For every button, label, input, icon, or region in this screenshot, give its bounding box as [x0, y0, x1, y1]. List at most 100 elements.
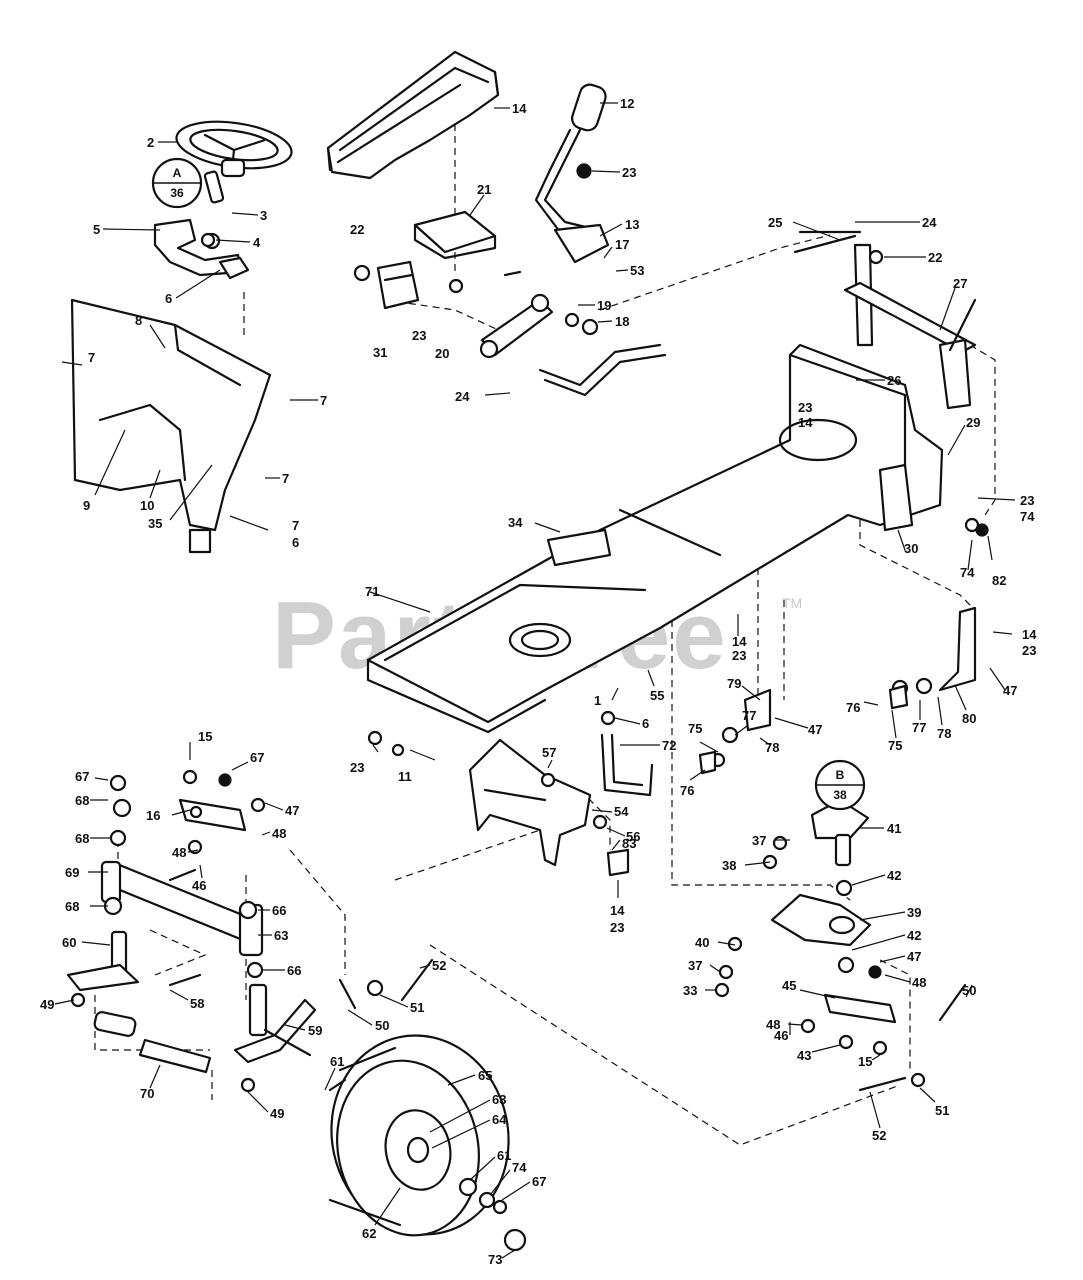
callout: 13 — [625, 217, 639, 232]
ref-a-letter: A — [173, 166, 182, 180]
callout: 43 — [797, 1048, 811, 1063]
drag-link-45[interactable] — [823, 993, 897, 1024]
callout: 35 — [148, 516, 162, 531]
callout: 60 — [62, 935, 76, 950]
callout: 24 — [455, 389, 470, 404]
steering-shaft[interactable] — [203, 170, 225, 204]
callout: 47 — [1003, 683, 1017, 698]
callout: 38 — [722, 858, 736, 873]
steering-wheel[interactable] — [174, 115, 295, 178]
callout: 48 — [172, 845, 186, 860]
bracket-31[interactable] — [376, 260, 420, 310]
callout: 6 — [292, 535, 299, 550]
callout: 7 — [282, 471, 289, 486]
callout: 79 — [727, 676, 741, 691]
bracket-72[interactable] — [600, 733, 654, 797]
callout: 61 — [497, 1148, 511, 1163]
callout: 47 — [907, 949, 921, 964]
callout: 25 — [768, 215, 782, 230]
bracket-54[interactable] — [468, 738, 592, 867]
drag-link-16[interactable] — [178, 798, 247, 832]
callout: 22 — [928, 250, 942, 265]
callout: 49 — [270, 1106, 284, 1121]
callout: 75 — [888, 738, 902, 753]
callout: 45 — [782, 978, 796, 993]
callout: 15 — [858, 1054, 872, 1069]
spindle-right[interactable] — [233, 983, 317, 1064]
callout: 73 — [488, 1252, 502, 1267]
callout: 11 — [398, 769, 412, 784]
ref-b-letter: B — [836, 768, 845, 782]
callout: 14 — [1022, 627, 1037, 642]
callout: 76 — [680, 783, 694, 798]
tie-rod[interactable] — [93, 1011, 212, 1074]
main-frame[interactable] — [366, 343, 944, 734]
callout: 21 — [477, 182, 491, 197]
callout: 23 — [1022, 643, 1036, 658]
rod-24[interactable] — [538, 343, 667, 397]
callout: 37 — [688, 958, 702, 973]
callout: 47 — [808, 722, 822, 737]
steering-bracket[interactable] — [153, 218, 250, 280]
lift-arm[interactable] — [798, 230, 977, 410]
callout: 66 — [272, 903, 286, 918]
callout: 12 — [620, 96, 634, 111]
callout: 18 — [615, 314, 629, 329]
lift-lever[interactable] — [534, 82, 610, 264]
front-tire[interactable] — [313, 1019, 527, 1251]
hitch-plate[interactable] — [413, 210, 497, 260]
callout: 51 — [935, 1103, 949, 1118]
callout: 20 — [435, 346, 449, 361]
callout: 65 — [478, 1068, 492, 1083]
callout: 22 — [350, 222, 364, 237]
callout: 31 — [373, 345, 387, 360]
callout: 56 — [626, 829, 640, 844]
callout: 78 — [765, 740, 779, 755]
callout: 37 — [752, 833, 766, 848]
callout: 3 — [260, 208, 267, 223]
callout: 41 — [887, 821, 901, 836]
callout: 33 — [683, 983, 697, 998]
spindle-left[interactable] — [66, 930, 140, 992]
callout: 70 — [140, 1086, 154, 1101]
callout: 82 — [992, 573, 1006, 588]
callout: 48 — [766, 1017, 780, 1032]
bracket-79[interactable] — [743, 688, 772, 732]
callout: 7 — [88, 350, 95, 365]
callout: 59 — [308, 1023, 322, 1038]
callout: 15 — [198, 729, 212, 744]
callout: 69 — [65, 865, 79, 880]
ref-b[interactable]: B 38 — [814, 759, 866, 811]
steering-gear[interactable] — [770, 798, 872, 947]
ref-a[interactable]: A 36 — [151, 157, 203, 209]
callout: 17 — [615, 237, 629, 252]
callout: 72 — [662, 738, 676, 753]
callout: 50 — [962, 983, 976, 998]
callout: 55 — [650, 688, 664, 703]
callout: 48 — [272, 826, 286, 841]
callout: 14 — [610, 903, 625, 918]
hardware — [70, 163, 989, 1252]
callout: 49 — [40, 997, 54, 1012]
callout: 52 — [872, 1128, 886, 1143]
callout: 23 — [798, 400, 812, 415]
callout: 54 — [614, 804, 629, 819]
callout: 61 — [330, 1054, 344, 1069]
callout: 77 — [912, 720, 926, 735]
callout: 42 — [907, 928, 921, 943]
callout: 24 — [922, 215, 937, 230]
callout: 77 — [742, 708, 756, 723]
callout: 46 — [774, 1028, 788, 1043]
bracket-80[interactable] — [938, 606, 977, 692]
callout: 8 — [135, 313, 142, 328]
callout: 68 — [75, 831, 89, 846]
callout: 27 — [953, 276, 967, 291]
seat-pan[interactable] — [326, 50, 500, 180]
callout: 7 — [320, 393, 327, 408]
link-20[interactable] — [479, 293, 554, 359]
callout: 46 — [192, 878, 206, 893]
callout: 67 — [75, 769, 89, 784]
dash-panel[interactable] — [70, 298, 272, 554]
callout: 75 — [688, 721, 702, 736]
